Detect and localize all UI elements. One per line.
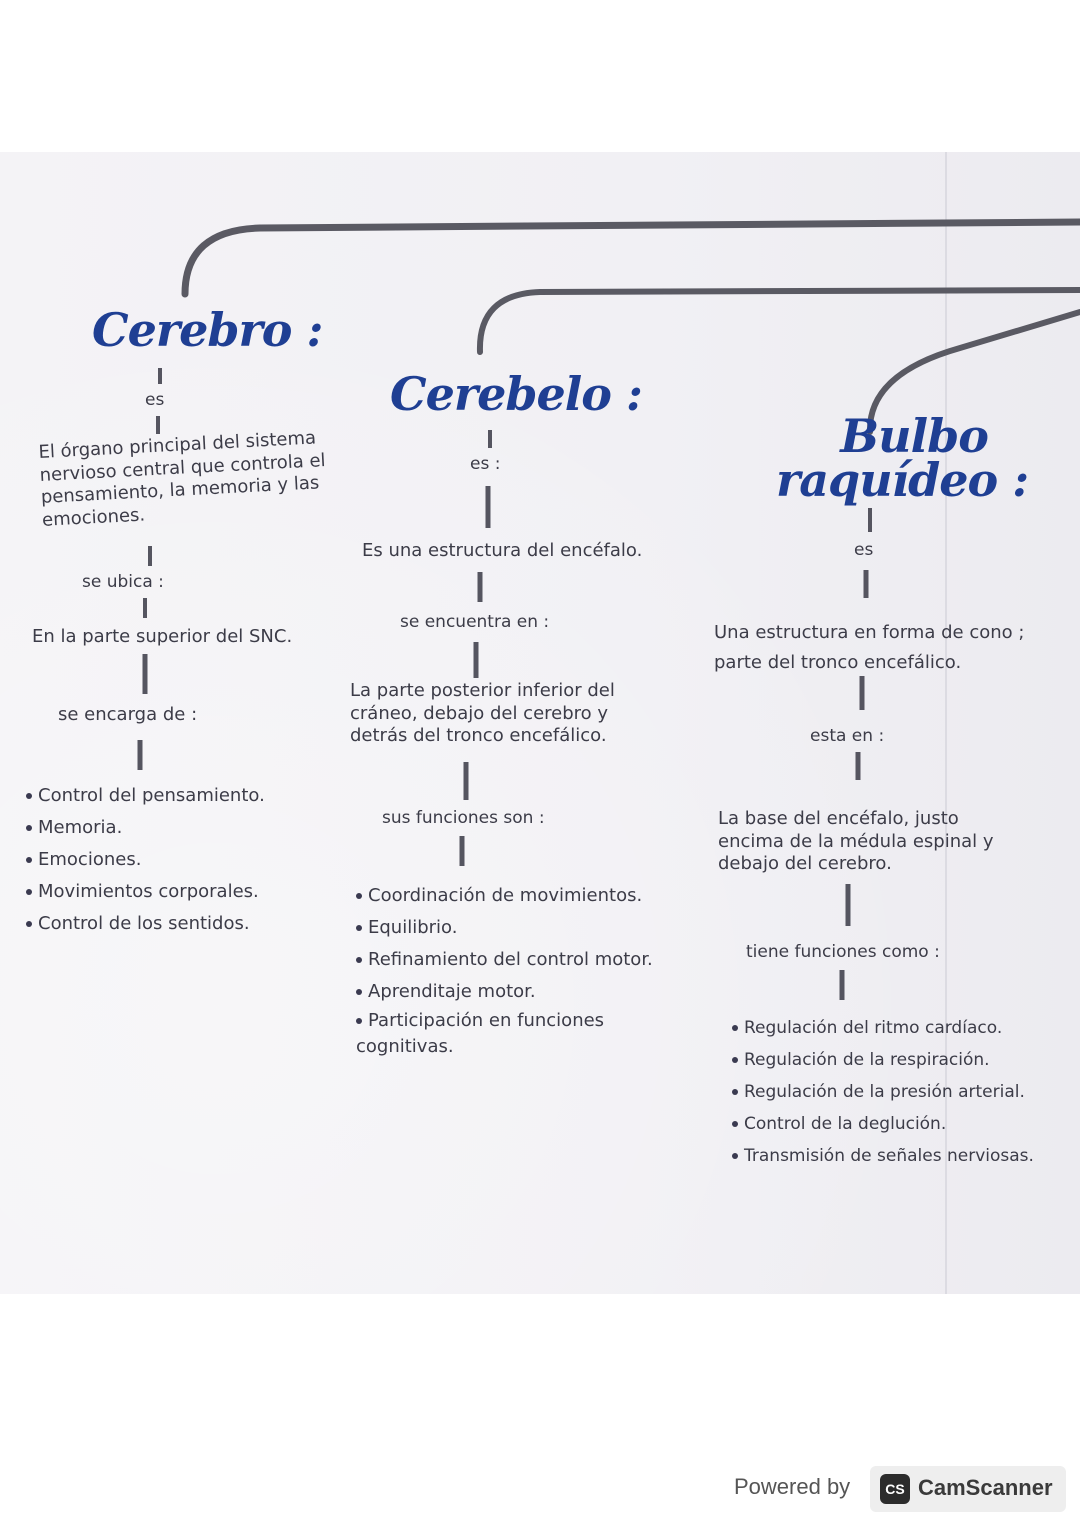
cerebro-title: Cerebro : [92,303,323,357]
concept-map-connectors [137,218,1080,1000]
bulbo-funciones-label: tiene funciones como : [746,942,940,962]
bullet-icon [732,1153,738,1159]
bullet-icon [356,957,362,963]
bullet-icon [26,889,32,895]
list-item: Control de los sentidos. [26,908,265,940]
bulbo-es-label: es [854,540,874,560]
cerebelo-funciones-label: sus funciones son : [382,808,545,828]
camscanner-watermark: Powered by CS CamScanner [734,1466,1066,1514]
cerebro-definition: El órgano principal del sistema nervioso… [38,427,326,531]
bullet-icon [732,1057,738,1063]
bulbo-title: Bulbo raquídeo : [776,409,1029,503]
cerebro-encarga-label: se encarga de : [58,704,198,725]
bullet-icon [356,989,362,995]
cerebelo-encuentra-text: La parte posterior inferior del cráneo, … [350,680,615,746]
list-item: Regulación de la respiración. [732,1044,1034,1076]
cerebro-ubica-text: En la parte superior del SNC. [32,626,293,647]
bullet-icon [356,893,362,899]
camscanner-brand: CamScanner [918,1475,1053,1500]
bullet-icon [26,921,32,927]
camscanner-logo-icon: CS [880,1474,910,1504]
cerebro-ubica-label: se ubica : [82,572,164,592]
cerebelo-encuentra-label: se encuentra en : [400,612,550,632]
bulbo-functions-list: Regulación del ritmo cardíaco. Regulació… [732,1012,1034,1172]
list-item: Aprenditaje motor. [356,976,653,1008]
list-item: Movimientos corporales. [26,876,265,908]
bulbo-definition: Una estructura en forma de cono ; parte … [714,622,1025,673]
connector-cerebro-branch [181,218,1080,298]
list-item: Memoria. [26,812,265,844]
cerebelo-definition: Es una estructura del encéfalo. [362,540,643,561]
list-item: Control del pensamiento. [26,780,265,812]
connector-cerebelo-branch [476,287,1080,355]
bullet-icon [26,825,32,831]
bullet-icon [732,1089,738,1095]
cerebelo-es-label: es : [470,454,501,474]
bullet-icon [356,925,362,931]
list-item: Regulación de la presión arterial. [732,1076,1034,1108]
bullet-icon [26,793,32,799]
bullet-icon [732,1121,738,1127]
bulbo-title-line1: Bulbo [840,409,989,463]
list-item: Equilibrio. [356,912,653,944]
cerebro-functions-list: Control del pensamiento. Memoria. Emocio… [26,780,265,940]
powered-by-text: Powered by [734,1474,851,1499]
list-item: Emociones. [26,844,265,876]
notebook-page: Cerebro : es El órgano principal del sis… [0,152,1080,1294]
list-item: Coordinación de movimientos. [356,880,653,912]
bullet-icon [356,1018,362,1024]
list-item: Participación en funciones cognitivas. [356,1010,605,1057]
cerebro-es-label: es [145,390,165,410]
bulbo-esta-text: La base del encéfalo, justo encima de la… [718,808,994,874]
list-item: Control de la deglución. [732,1108,1034,1140]
page-fold [945,152,947,1294]
connector-bulbo-branch [866,309,1080,435]
cerebelo-title: Cerebelo : [390,367,643,421]
bulbo-title-line2: raquídeo : [776,453,1029,507]
bullet-icon [732,1025,738,1031]
list-item: Regulación del ritmo cardíaco. [732,1012,1034,1044]
page-shading [0,152,1080,1294]
camscanner-badge: CS CamScanner [870,1466,1066,1512]
bulbo-esta-label: esta en : [810,726,885,746]
cerebelo-functions-list: Coordinación de movimientos. Equilibrio.… [356,880,653,1060]
list-item: Refinamiento del control motor. [356,944,653,976]
bullet-icon [26,857,32,863]
list-item: Transmisión de señales nerviosas. [732,1140,1034,1172]
